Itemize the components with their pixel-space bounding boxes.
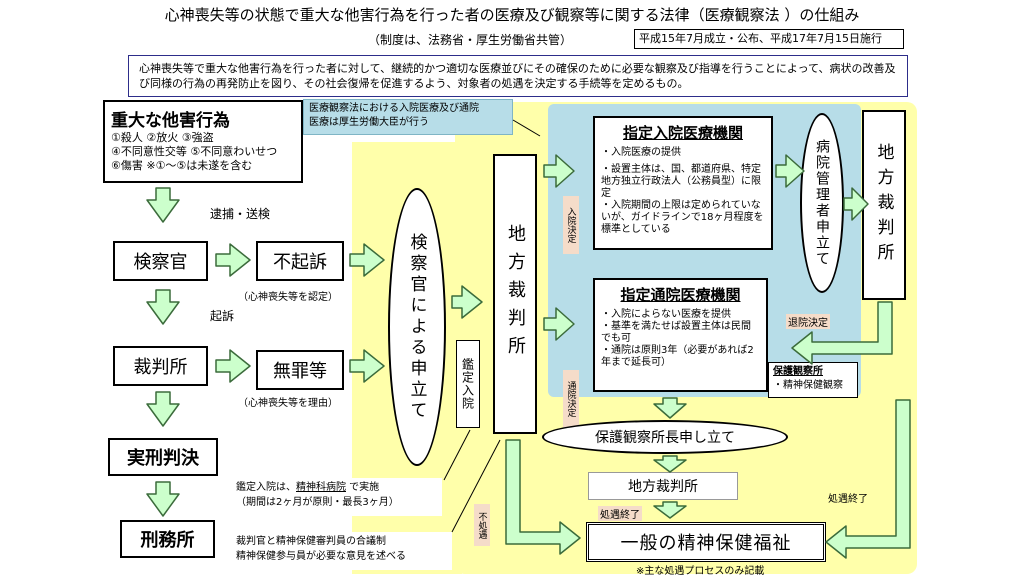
assessment-note-line: 鑑定入院は、精神科病院 で実施 <box>236 480 438 495</box>
arrow-down <box>146 481 180 517</box>
prosecutor-box: 検察官 <box>113 241 208 281</box>
discharge-decision-label: 退院決定 <box>786 314 830 329</box>
inpatient-item: ・入院期間の上限は定められていないが、ガイドラインで18ヶ月程度を標準としている <box>601 200 764 235</box>
probation-title: 保護観察所 <box>773 366 823 377</box>
arrow-end-right <box>825 399 911 559</box>
panel-note-line: 精神保健参与員が必要な意見を述べる <box>236 551 406 562</box>
district-court-bottom: 地方裁判所 <box>588 472 738 500</box>
page-title: 心神喪失等の状態で重大な他害行為を行った者の医療及び観察等に関する法律（医療観察… <box>164 6 860 24</box>
arrow-down <box>146 391 180 427</box>
inpatient-item: ・入院医療の提供 <box>601 147 681 158</box>
arrow-right <box>775 154 805 188</box>
connector-line <box>443 429 471 481</box>
assessment-admission-label: 鑑定入院 <box>456 340 480 428</box>
inpatient-decision-tag: 入院決定 <box>563 196 579 254</box>
assessment-note-link: 精神科病院 <box>296 482 346 493</box>
outpatient-decision-tag: 通院決定 <box>563 370 579 428</box>
non-prosecution-box: 不起訴 <box>256 241 344 281</box>
arrow-right <box>843 187 869 221</box>
arrow-no-treatment <box>505 439 581 555</box>
connector-line <box>512 119 541 137</box>
indictment-label: 起訴 <box>210 309 235 323</box>
footer-note: ※主な処遇プロセスのみ記載 <box>636 566 765 577</box>
arrow-down <box>653 397 687 419</box>
assessment-note-text: で実施 <box>346 482 380 493</box>
supervision-note-line: 医療は厚生労働大臣が行う <box>309 117 429 128</box>
supervision-note: 医療観察法における入院医療及び通院 医療は厚生労働大臣が行う <box>303 99 513 135</box>
acts-line: ④不同意性交等 ⑤不同意わいせつ <box>111 145 278 158</box>
probation-petition-ellipse: 保護観察所長申し立て <box>542 420 788 454</box>
acquittal-box: 無罪等 <box>256 350 344 390</box>
district-court-main: 地方裁判所 <box>493 154 537 434</box>
prosecutor-petition-ellipse: 検察官による申立て <box>388 188 446 466</box>
probation-box: 保護観察所 ・精神保健観察 <box>768 362 858 398</box>
assessment-note: 鑑定入院は、精神科病院 で実施 （期間は2ヶ月が原則・最長3ヶ月） <box>232 478 442 516</box>
hospital-director-petition-ellipse: 病院管理者申立て <box>800 113 844 293</box>
arrow-down <box>653 455 687 473</box>
inpatient-item: ・設置主体は、国、都道府県、特定地方独立行政法人（公務員型）に限定 <box>601 164 761 199</box>
connector-line <box>451 439 501 533</box>
district-court-right: 地方裁判所 <box>862 110 906 300</box>
arrow-left <box>791 301 893 365</box>
acquittal-note: （心神喪失等を理由） <box>238 398 338 409</box>
non-prosecution-note: （心神喪失等を認定） <box>238 292 338 303</box>
arrow-right <box>451 285 483 319</box>
outpatient-title: 指定通院医療機関 <box>620 286 741 304</box>
acts-line: ①殺人 ②放火 ③強盗 <box>111 131 214 144</box>
sentence-box: 実刑判決 <box>108 438 218 476</box>
outpatient-item: ・入院によらない医療を提供 <box>601 309 731 320</box>
intro-text: 心神喪失等で重大な他害行為を行った者に対して、継続的かつ適切な医療並びにその確保… <box>128 55 908 97</box>
arrow-right <box>543 154 575 188</box>
acts-box: 重大な他害行為 ①殺人 ②放火 ③強盗 ④不同意性交等 ⑤不同意わいせつ ⑥傷害… <box>103 100 303 183</box>
arrow-right <box>215 243 251 277</box>
arrow-down <box>146 187 180 223</box>
outpatient-item: ・基準を満たせば設置主体は民間でも可 <box>601 321 751 344</box>
system-note: （制度は、法務省・厚生労働省共管） <box>368 33 573 47</box>
panel-note-line: 裁判官と精神保健審判員の合議制 <box>236 536 386 547</box>
prison-box: 刑務所 <box>120 520 215 558</box>
arrow-right <box>349 349 385 383</box>
acts-line: ⑥傷害 ※①～⑤は未遂を含む <box>111 159 253 172</box>
arrow-down <box>653 501 687 519</box>
assessment-note-text: 鑑定入院は、 <box>236 482 296 493</box>
enacted-note: 平成15年7月成立・公布、平成17年7月15日施行 <box>634 29 904 49</box>
end-label-1: 処遇終了 <box>598 506 642 521</box>
outpatient-item: ・通院は原則3年（必要があれば2年まで延長可） <box>601 345 754 368</box>
general-welfare-box: 一般の精神保健福祉 <box>586 522 826 562</box>
inpatient-institution-box: 指定入院医療機関 ・入院医療の提供 ・設置主体は、国、都道府県、特定地方独立行政… <box>593 116 773 250</box>
arrest-label: 逮捕・送検 <box>210 207 271 221</box>
probation-item: ・精神保健観察 <box>773 380 843 391</box>
acts-title: 重大な他害行為 <box>111 111 230 131</box>
supervision-note-line: 医療観察法における入院医療及び通院 <box>309 103 479 114</box>
assessment-note-line: （期間は2ヶ月が原則・最長3ヶ月） <box>236 497 399 508</box>
arrow-down <box>146 289 180 325</box>
end-label-2: 処遇終了 <box>828 494 868 505</box>
arrow-right <box>543 307 575 341</box>
arrow-right <box>215 349 251 383</box>
inpatient-title: 指定入院医療機関 <box>622 124 743 142</box>
no-treatment-tag: 不処遇 <box>474 504 490 546</box>
panel-note: 裁判官と精神保健審判員の合議制 精神保健参与員が必要な意見を述べる <box>232 532 452 570</box>
court-box: 裁判所 <box>113 346 208 386</box>
outpatient-institution-box: 指定通院医療機関 ・入院によらない医療を提供 ・基準を満たせば設置主体は民間でも… <box>593 278 768 392</box>
arrow-right <box>349 243 385 277</box>
